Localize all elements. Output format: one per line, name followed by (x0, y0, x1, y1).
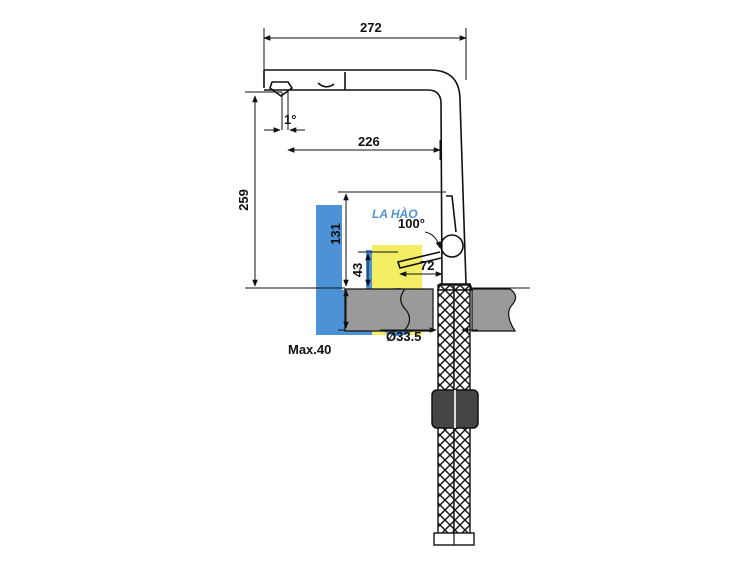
dim-arc-100 (424, 231, 441, 249)
watermark-blue-bar (316, 205, 342, 335)
faucet-body (263, 69, 474, 291)
label-height: 259 (236, 189, 251, 211)
label-lever-clearance: 43 (350, 263, 365, 277)
countertop (344, 288, 517, 332)
label-max-thickness: Max.40 (288, 342, 331, 357)
lever-handle (396, 251, 442, 269)
label-lever-offset: 72 (420, 258, 434, 273)
extension-lines (245, 28, 530, 331)
label-lever-height: 131 (328, 223, 343, 245)
spray-head-outlet (269, 81, 294, 97)
dimension-labels: 272 226 259 1° 131 100° 43 72 Ø33.5 Max.… (236, 20, 434, 357)
lever-knob (440, 234, 464, 258)
watermark-text: LA HÀO (372, 206, 418, 221)
dimension-lines (252, 35, 478, 333)
label-spout-angle: 1° (284, 112, 296, 127)
label-spout-reach: 226 (358, 134, 380, 149)
supply-hoses (431, 284, 479, 546)
label-overall-width: 272 (360, 20, 382, 35)
label-hole-diameter: Ø33.5 (386, 329, 421, 344)
label-lever-rotation: 100° (398, 216, 425, 231)
spray-button (317, 82, 335, 88)
